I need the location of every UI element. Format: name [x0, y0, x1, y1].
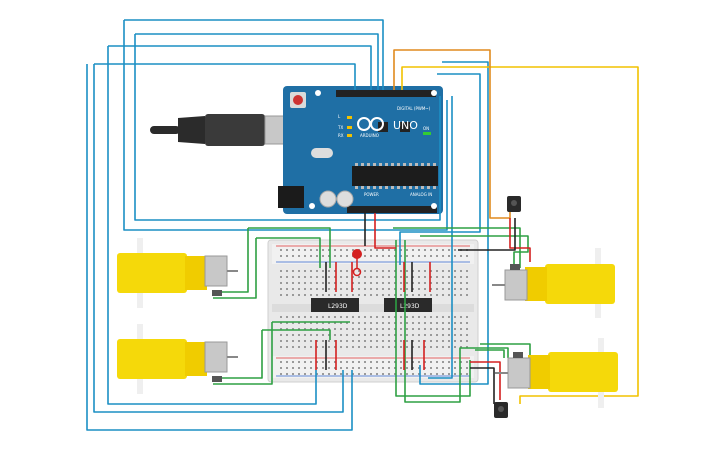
motor-right-top [492, 248, 615, 318]
motor-driver-chip-2: L293D [384, 298, 432, 312]
green-wires [213, 227, 531, 403]
board-model: UNO [393, 119, 418, 132]
arduino-logo [357, 117, 384, 131]
black-wires [325, 213, 516, 404]
sensor-top-right [507, 196, 521, 212]
arduino-uno: UNO ARDUINO DIGITAL (PWM~) POWER ANALOG … [150, 86, 443, 214]
digital-label: DIGITAL (PWM~) [397, 106, 431, 111]
rx-label: RX [338, 133, 344, 138]
motor-right-bottom [495, 338, 618, 408]
led [352, 249, 362, 277]
tx-label: TX [337, 125, 343, 130]
usb-cable [150, 126, 180, 134]
mcu-chip [352, 166, 438, 186]
yellow-wires [401, 66, 639, 404]
sensor-bottom-right [494, 402, 508, 418]
motor-left-top [117, 238, 238, 308]
wires [86, 19, 639, 431]
motor-left-bottom [117, 324, 238, 394]
analog-label: ANALOG IN [410, 192, 432, 197]
orange-wires [393, 49, 511, 219]
red-wires [315, 213, 531, 400]
chip-1-label: L293D [328, 303, 348, 310]
l-label: L [338, 114, 341, 119]
breadboard [267, 239, 479, 383]
chip-2-label: L293D [400, 303, 420, 310]
on-label: ON [423, 126, 429, 131]
breadboard-holes [280, 249, 468, 375]
motor-driver-chip-1: L293D [311, 298, 359, 312]
power-label: POWER [364, 192, 379, 197]
board-brand: ARDUINO [360, 133, 379, 138]
blue-wires [86, 19, 489, 431]
